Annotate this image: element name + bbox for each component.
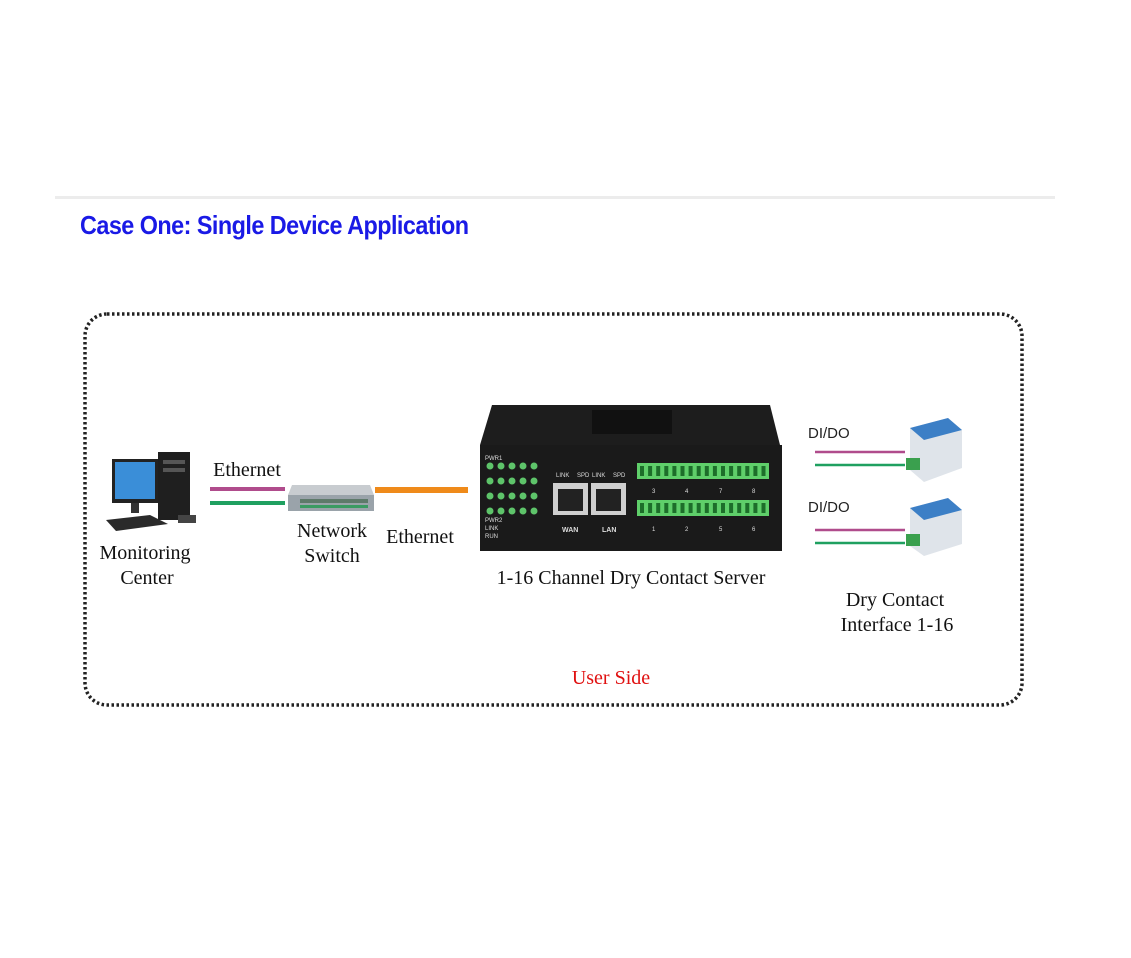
status-led — [486, 507, 494, 515]
terminal-pin — [761, 466, 766, 476]
user-side-boundary — [83, 312, 1024, 707]
terminal-pin — [664, 466, 669, 476]
terminal-block-bottom — [637, 500, 769, 516]
terminal-pin — [656, 503, 661, 513]
terminal-pin — [729, 503, 734, 513]
status-led — [486, 462, 494, 470]
page-title: Case One: Single Device Application — [80, 210, 469, 240]
terminal-pin — [680, 466, 685, 476]
status-led — [486, 477, 494, 485]
status-led — [519, 462, 527, 470]
led-label: PWR1 — [485, 456, 503, 462]
terminal-pin — [656, 466, 661, 476]
dry-contact-server-device: PWR1 PWR2 LINK RUN LINK SPD LINK SPD WAN… — [480, 405, 782, 551]
terminal-pin — [688, 466, 693, 476]
server-label: 1-16 Channel Dry Contact Server — [497, 567, 766, 589]
user-side-label: User Side — [572, 667, 650, 689]
terminal-pin — [737, 466, 742, 476]
terminal-pin — [721, 503, 725, 513]
ethernet-label-1: Ethernet — [213, 459, 281, 481]
status-led — [497, 462, 505, 470]
terminal-label: 7 — [719, 489, 723, 495]
status-led — [519, 477, 527, 485]
terminal-label: 3 — [652, 489, 656, 495]
terminal-pin — [729, 466, 734, 476]
monitoring-center-label-2: Center — [120, 567, 174, 589]
status-led — [508, 477, 516, 485]
terminal-pin — [688, 503, 693, 513]
terminal-pin — [648, 466, 653, 476]
status-led — [508, 492, 516, 500]
terminal-pin — [696, 503, 701, 513]
terminal-pin — [672, 466, 677, 476]
terminal-label: 2 — [685, 527, 689, 533]
terminal-label: 6 — [752, 527, 756, 533]
terminal-pin — [704, 466, 709, 476]
status-led — [530, 477, 538, 485]
terminal-pin — [640, 503, 644, 513]
terminal-pin — [696, 466, 701, 476]
terminal-label: 4 — [685, 489, 689, 495]
terminal-pin — [745, 466, 750, 476]
interface-label-2: Interface 1-16 — [841, 614, 954, 636]
terminal-label: 5 — [719, 527, 723, 533]
terminal-pin — [753, 503, 758, 513]
status-led — [497, 477, 505, 485]
status-led — [519, 507, 527, 515]
terminal-pin — [640, 466, 644, 476]
terminal-pin — [712, 503, 717, 513]
monitoring-center-label: Monitoring — [99, 542, 190, 564]
terminal-pin — [721, 466, 725, 476]
terminal-pin — [712, 466, 717, 476]
terminal-pin — [745, 503, 750, 513]
terminal-label: 8 — [752, 489, 756, 495]
led-label: LINK — [485, 526, 498, 532]
terminal-pin — [737, 503, 742, 513]
led-label: RUN — [485, 534, 498, 540]
dry-contact-module-icon-2 — [906, 498, 962, 556]
dry-contact-module-icon-1 — [906, 418, 962, 482]
status-led — [497, 507, 505, 515]
wan-label: WAN — [562, 527, 578, 534]
terminal-pin — [704, 503, 709, 513]
network-switch-icon — [288, 485, 374, 511]
status-led — [519, 492, 527, 500]
terminal-pin — [672, 503, 677, 513]
status-led — [530, 492, 538, 500]
port-led-label: SPD — [613, 473, 626, 479]
status-led — [530, 462, 538, 470]
terminal-pin — [753, 466, 758, 476]
lan-label: LAN — [602, 527, 616, 534]
status-led — [508, 507, 516, 515]
status-led — [486, 492, 494, 500]
dido-label-1: DI/DO — [808, 425, 850, 442]
led-label: PWR2 — [485, 518, 503, 524]
status-led — [530, 507, 538, 515]
ethernet-label-2: Ethernet — [386, 526, 454, 548]
network-switch-label-2: Switch — [304, 545, 360, 567]
terminal-label: 1 — [652, 527, 656, 533]
divider — [55, 196, 1055, 199]
port-led-label: LINK — [592, 473, 605, 479]
port-led-label: LINK — [556, 473, 569, 479]
network-switch-label: Network — [297, 520, 367, 542]
status-led — [508, 462, 516, 470]
terminal-pin — [664, 503, 669, 513]
status-led — [497, 492, 505, 500]
port-led-label: SPD — [577, 473, 590, 479]
terminal-pin — [648, 503, 653, 513]
dido-label-2: DI/DO — [808, 499, 850, 516]
terminal-pin — [680, 503, 685, 513]
terminal-pin — [761, 503, 766, 513]
terminal-block-top — [637, 463, 769, 479]
computer-icon — [106, 452, 196, 531]
interface-label: Dry Contact — [846, 589, 945, 611]
